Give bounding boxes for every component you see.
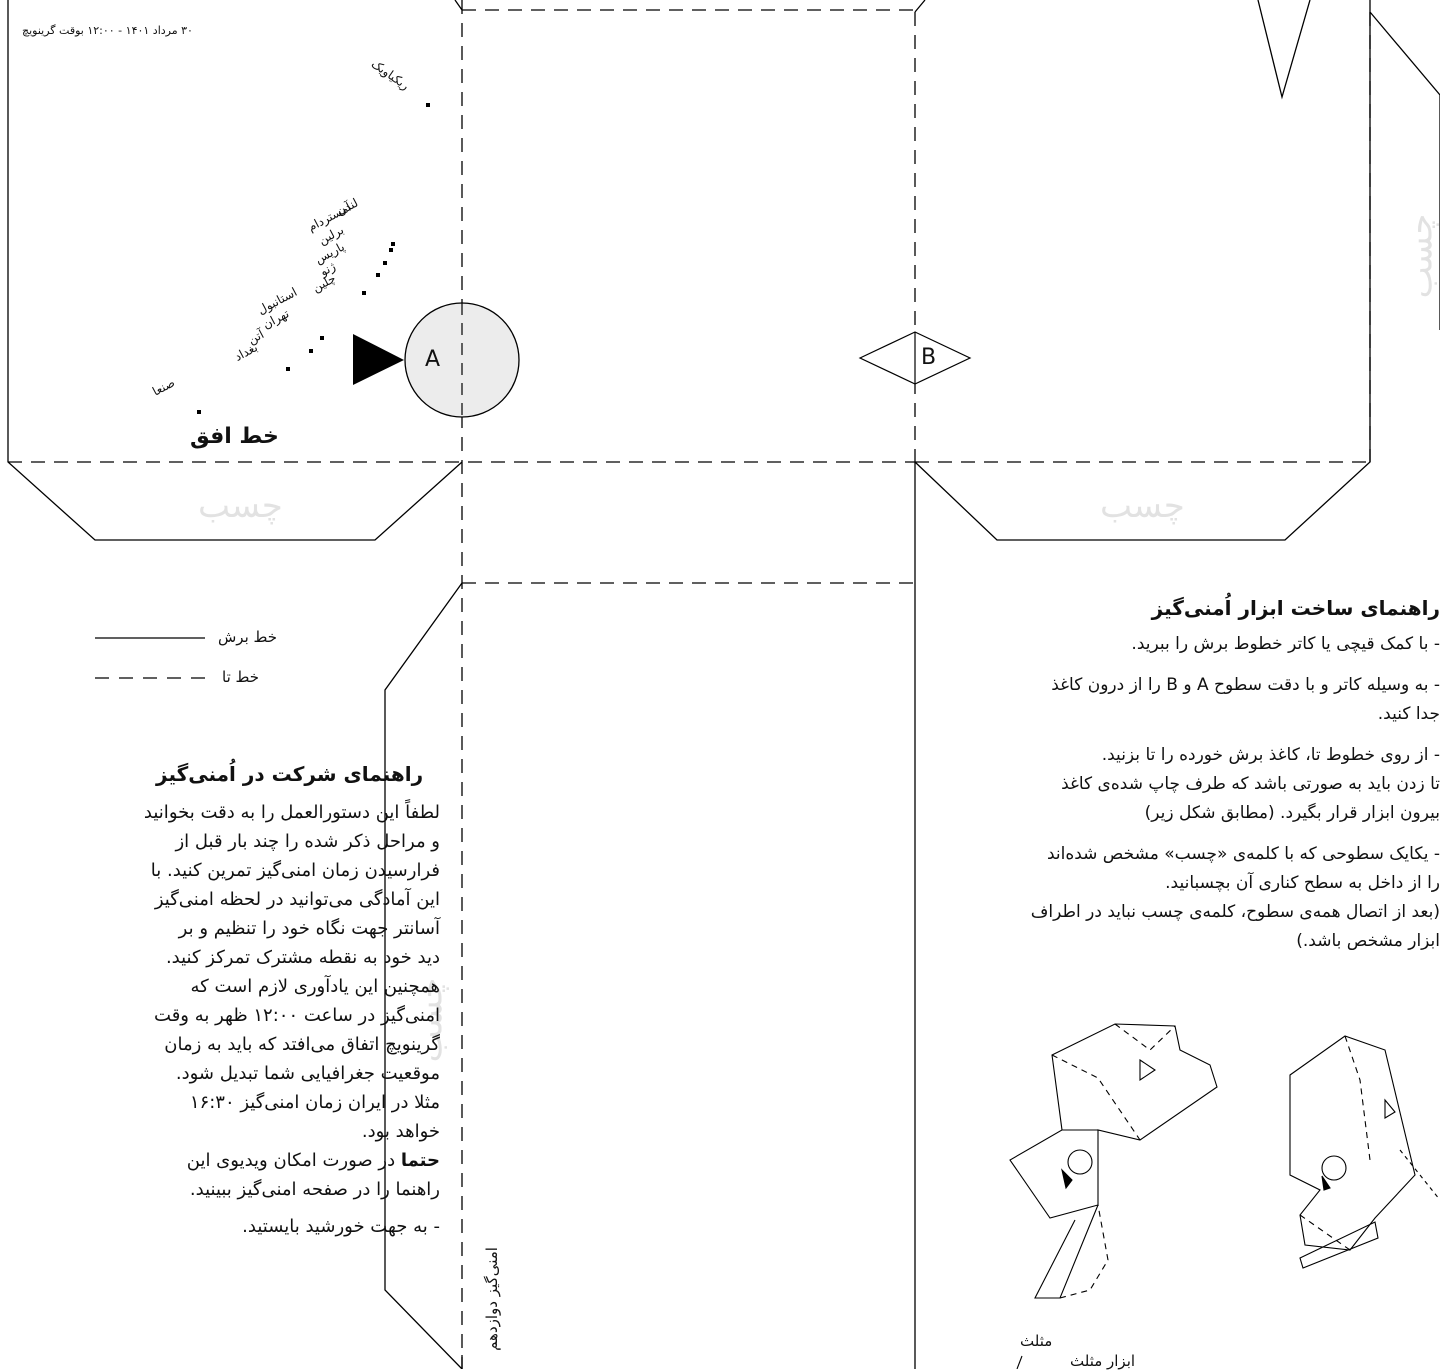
bottom-label: ابزار مثلث	[1070, 1352, 1136, 1370]
assembly-illustration-left	[1009, 1023, 1218, 1299]
cut-line-left-face	[7, 0, 463, 541]
legend-cut: خط برش	[218, 628, 278, 646]
glue-label-right: چسب	[1100, 486, 1185, 526]
participation-heading: راهنمای شرکت در اُمنی‌گیز	[156, 762, 424, 786]
vertical-title: امنی‌گیز دوازدهم	[482, 1247, 501, 1351]
surface-a-circle	[404, 302, 520, 418]
assembly-illustration-right	[1289, 1035, 1440, 1269]
construction-heading: راهنمای ساخت ابزار اُمنی‌گیز	[1151, 596, 1440, 620]
cut-line-lower-flap	[384, 582, 463, 1369]
surface-b-label: B	[921, 345, 937, 370]
participation-text: لطفاً این دستورالعمل را به دقت بخوانید و…	[143, 802, 440, 1237]
cut-line-right-face	[914, 0, 1440, 541]
horizon-label: خط افق	[190, 424, 279, 449]
construction-steps: - با کمک قیچی یا کاتر خطوط برش را ببرید.…	[1030, 634, 1440, 951]
cut-notch	[1257, 0, 1311, 100]
legend-fold: خط تا	[222, 668, 260, 686]
triangle-label: مثلث	[1020, 1332, 1053, 1350]
sight-triangle	[353, 334, 404, 385]
date-line: ۳۰ مرداد ۱۴۰۱ - ۱۲:۰۰ بوقت گرینویچ	[22, 24, 193, 37]
glue-label-left: چسب	[198, 486, 283, 526]
surface-a-label: A	[425, 347, 441, 372]
note-bold: حتما	[400, 1150, 440, 1171]
glue-label-side: چسب	[1400, 213, 1440, 299]
